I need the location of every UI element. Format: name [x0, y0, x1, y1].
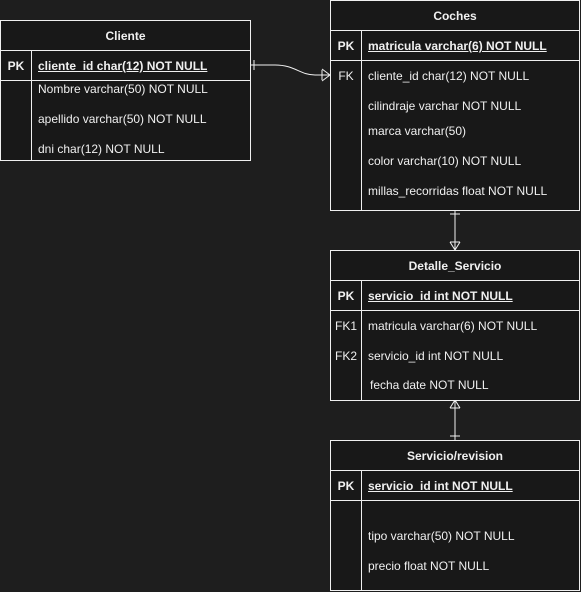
pk-attribute: cliente_id char(12) NOT NULL — [38, 59, 208, 73]
pk-attribute: matricula varchar(6) NOT NULL — [368, 39, 547, 53]
attribute: precio float NOT NULL — [368, 559, 490, 573]
attribute-list: FK1 matricula varchar(6) NOT NULL FK2 se… — [331, 311, 579, 400]
pk-row: PK servicio_id int NOT NULL — [331, 281, 579, 311]
attribute: cilindraje varchar NOT NULL — [368, 99, 522, 113]
entity-coches[interactable]: Coches PK matricula varchar(6) NOT NULL … — [330, 0, 580, 211]
pk-attribute: servicio_id int NOT NULL — [368, 289, 513, 303]
pk-label: PK — [337, 479, 355, 493]
pk-label: PK — [337, 289, 355, 303]
fk-label: FK1 — [334, 319, 357, 333]
attribute-list: tipo varchar(50) NOT NULL precio float N… — [331, 501, 579, 590]
attribute: color varchar(10) NOT NULL — [368, 154, 522, 168]
attribute: marca varchar(50) — [368, 124, 467, 138]
attribute: millas_recorridas float NOT NULL — [368, 184, 548, 198]
attribute: dni char(12) NOT NULL — [38, 142, 165, 156]
pk-label: PK — [7, 59, 25, 73]
fk-label: FK — [338, 69, 354, 83]
entity-cliente[interactable]: Cliente PK cliente_id char(12) NOT NULL … — [0, 20, 251, 161]
pk-row: PK matricula varchar(6) NOT NULL — [331, 31, 579, 61]
attribute: apellido varchar(50) NOT NULL — [38, 112, 207, 126]
pk-attribute: servicio_id int NOT NULL — [368, 479, 513, 493]
entity-title: Cliente — [1, 21, 250, 51]
entity-title: Servicio/revision — [331, 441, 579, 471]
attribute-list: FK cliente_id char(12) NOT NULL cilindra… — [331, 61, 579, 210]
pk-row: PK servicio_id int NOT NULL — [331, 471, 579, 501]
rel-coches-detalle — [449, 210, 461, 251]
fk-label: FK2 — [334, 349, 357, 363]
attribute: cliente_id char(12) NOT NULL — [368, 69, 530, 83]
attribute: Nombre varchar(50) NOT NULL — [38, 82, 208, 96]
entity-detalle-servicio[interactable]: Detalle_Servicio PK servicio_id int NOT … — [330, 250, 580, 401]
rel-detalle-servicio — [449, 399, 461, 440]
rel-cliente-coches — [250, 60, 331, 82]
entity-title: Detalle_Servicio — [331, 251, 579, 281]
attribute: servicio_id int NOT NULL — [368, 349, 504, 363]
attribute-list: Nombre varchar(50) NOT NULL apellido var… — [1, 81, 250, 160]
pk-label: PK — [337, 39, 355, 53]
attribute: fecha date NOT NULL — [370, 378, 489, 392]
attribute: matricula varchar(6) NOT NULL — [368, 319, 538, 333]
entity-title: Coches — [331, 1, 579, 31]
entity-servicio-revision[interactable]: Servicio/revision PK servicio_id int NOT… — [330, 440, 580, 591]
pk-row: PK cliente_id char(12) NOT NULL — [1, 51, 250, 81]
attribute: tipo varchar(50) NOT NULL — [368, 529, 515, 543]
